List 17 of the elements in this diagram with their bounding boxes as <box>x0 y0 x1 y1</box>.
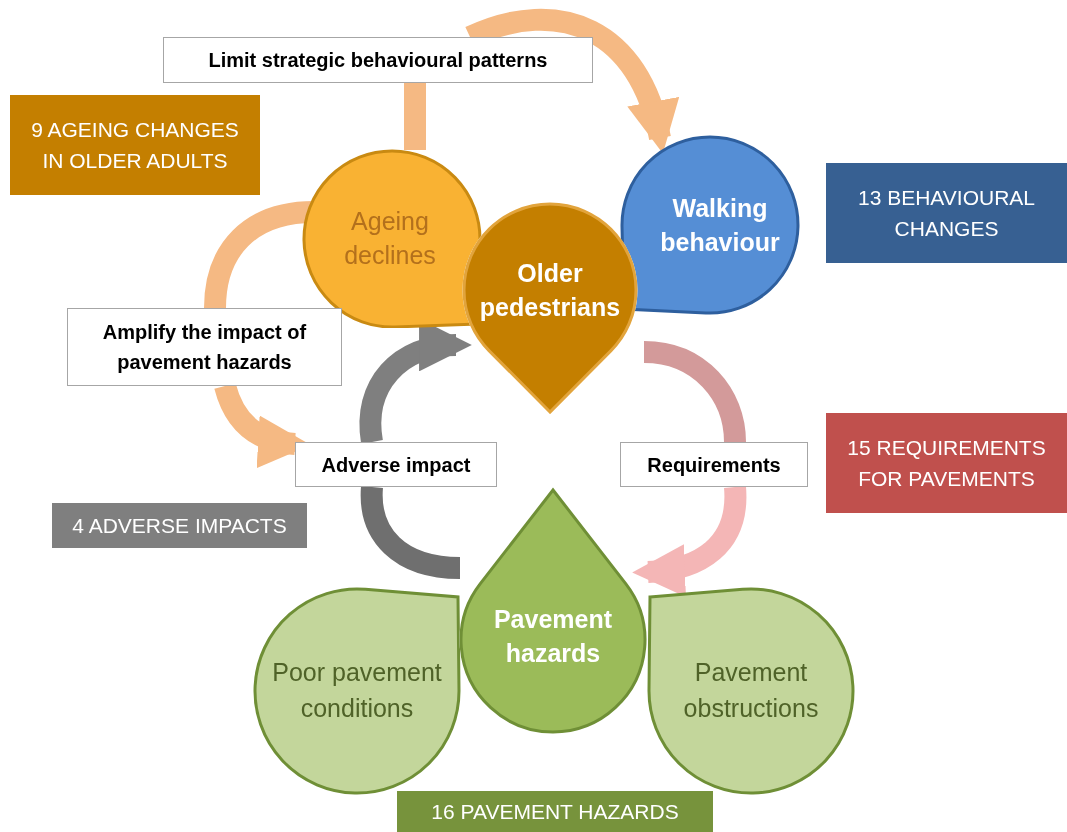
node-label: Walking behaviour <box>659 193 781 258</box>
curved-arrow <box>632 486 747 596</box>
label-box: Adverse impact <box>295 442 497 487</box>
node-label: Ageing declines <box>343 206 437 271</box>
node-label: Poor pavement conditions <box>271 657 443 724</box>
category-box: 15 REQUIREMENTS FOR PAVEMENTS <box>826 413 1067 513</box>
node-label: Older pedestrians <box>478 258 622 323</box>
node-label: Pavement hazards <box>492 604 614 669</box>
category-box: 13 BEHAVIOURAL CHANGES <box>826 163 1067 263</box>
category-box: 4 ADVERSE IMPACTS <box>52 503 307 548</box>
label-box: Amplify the impact of pavement hazards <box>67 308 342 386</box>
category-box: 16 PAVEMENT HAZARDS <box>397 791 713 832</box>
teardrop-node <box>458 486 648 736</box>
category-box: 9 AGEING CHANGES IN OLDER ADULTS <box>10 95 260 195</box>
label-box: Requirements <box>620 442 808 487</box>
node-label: Pavement obstructions <box>682 657 820 724</box>
label-box: Limit strategic behavioural patterns <box>163 37 593 83</box>
